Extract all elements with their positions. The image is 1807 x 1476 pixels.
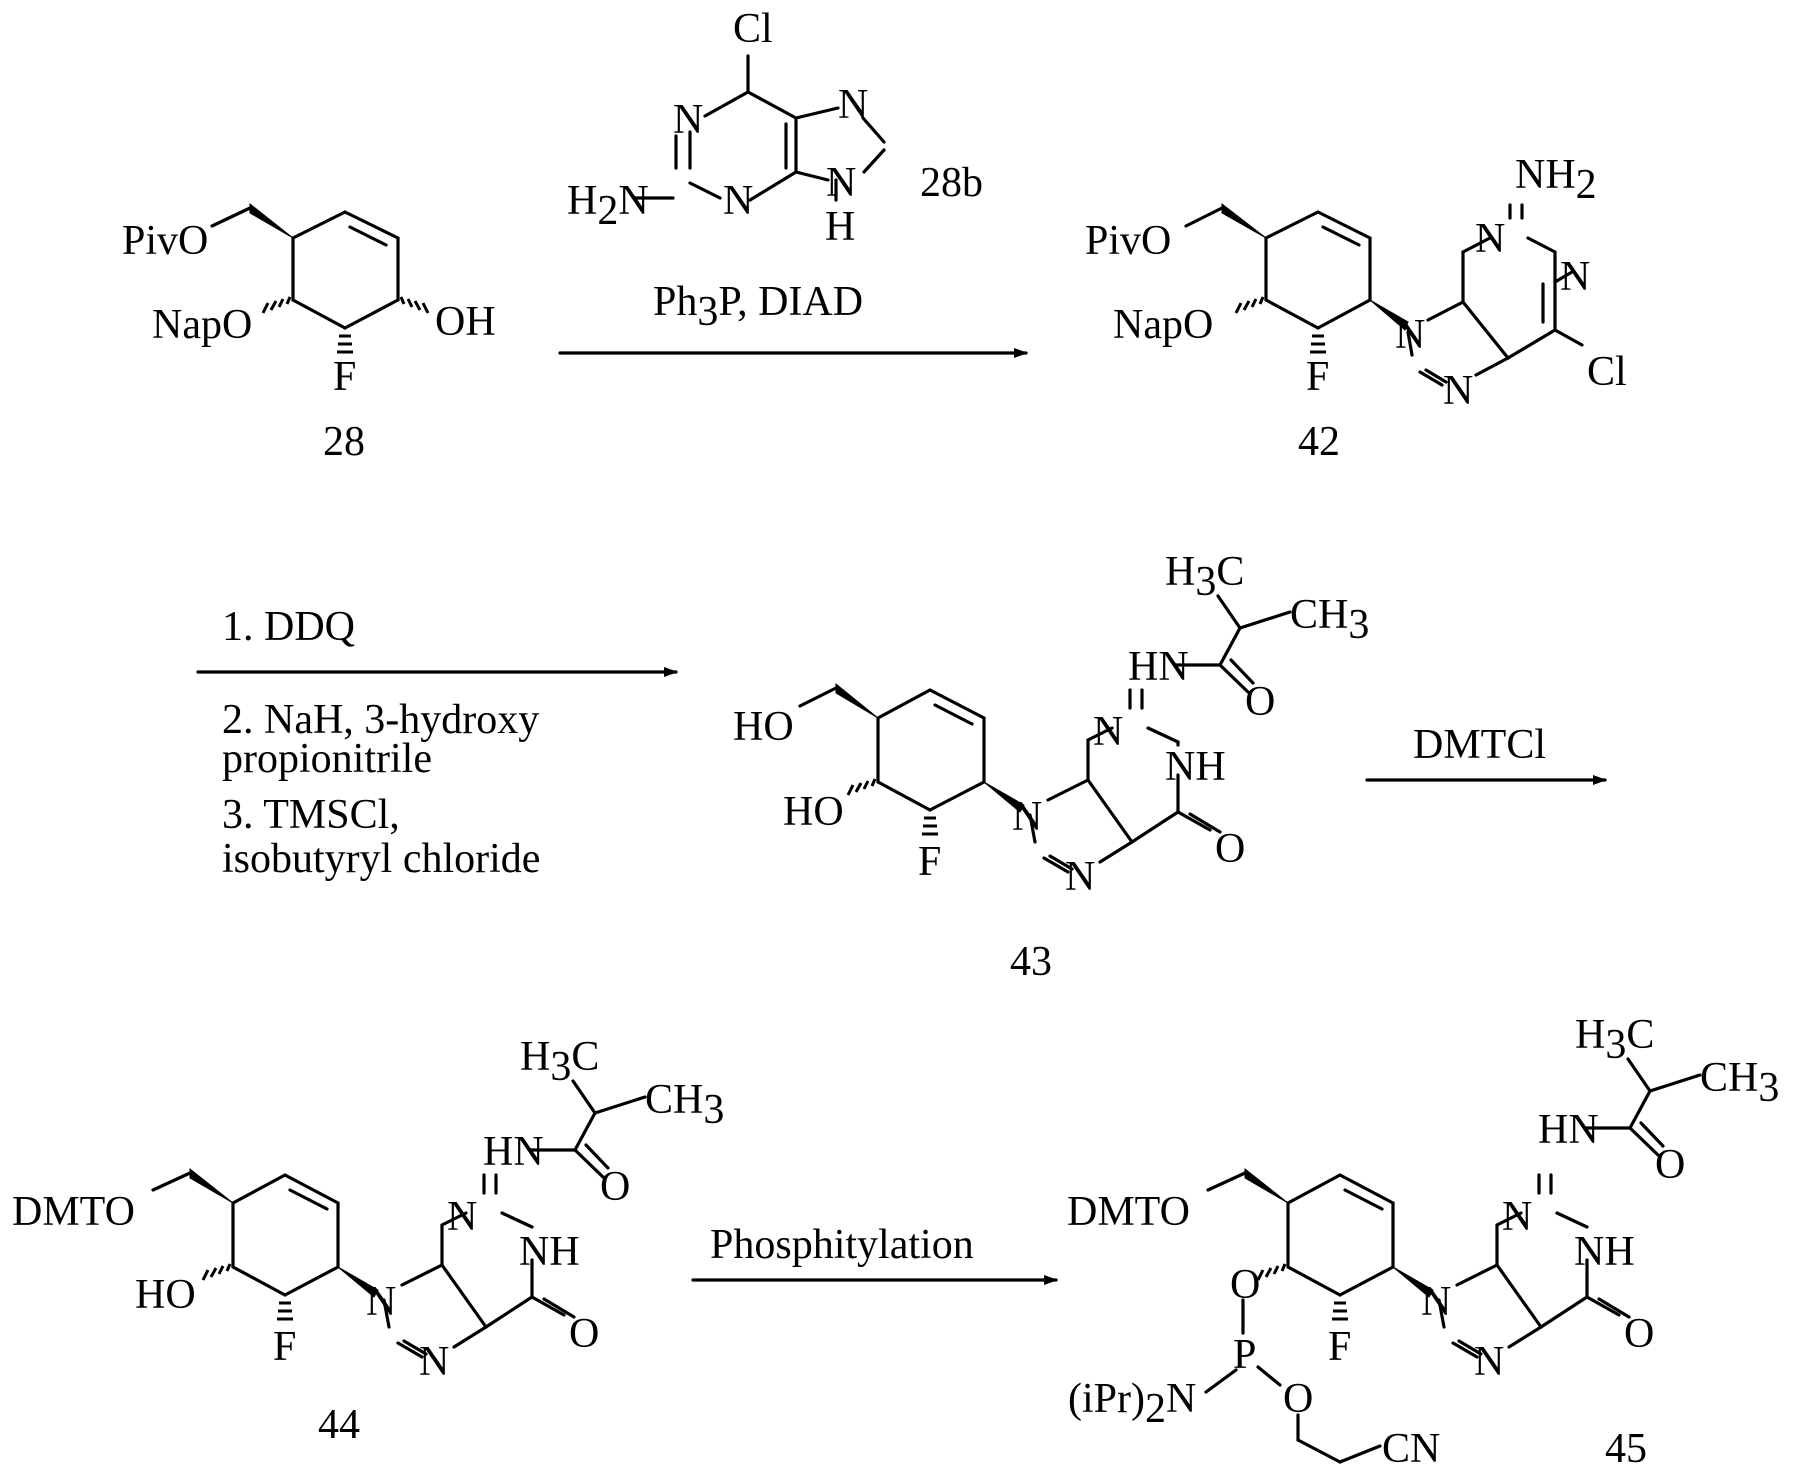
n3-label: N <box>1093 709 1123 755</box>
reagent-step-3-cont: isobutyryl chloride <box>222 836 540 882</box>
reagent-step-2-cont: propionitrile <box>222 736 432 782</box>
compound-44: DMTO HO F N N N NH O HN O H3C CH3 44 <box>12 1034 724 1448</box>
nh-hydrogen-label: H <box>825 204 855 250</box>
nh-label: NH <box>519 1229 580 1275</box>
methyl-label-2: CH3 <box>1700 1055 1779 1111</box>
compound-number-44: 44 <box>318 1402 360 1448</box>
chlorine-label: Cl <box>1587 349 1627 395</box>
compound-42: PivO NapO F N N N N NH2 Cl 42 <box>1085 152 1627 465</box>
hydroxyl-label: HO <box>135 1272 196 1318</box>
n9-label: N <box>826 160 856 206</box>
fluorine-label: F <box>1328 1324 1351 1370</box>
reagent-dmtcl: DMTCl <box>1413 722 1546 768</box>
diisopropylamino-label: (iPr)2N <box>1068 1376 1196 1432</box>
amide-oxygen-label: O <box>1245 679 1275 725</box>
n3-label: N <box>447 1194 477 1240</box>
carbonyl-oxygen-label: O <box>1215 826 1245 872</box>
n1-label: N <box>1560 254 1590 300</box>
dmto-label: DMTO <box>12 1189 135 1235</box>
carbonyl-oxygen-label: O <box>1624 1311 1654 1357</box>
compound-number-45: 45 <box>1605 1426 1647 1472</box>
reaction-arrow-3: DMTCl <box>1367 722 1605 780</box>
fluorine-label: F <box>918 839 941 885</box>
nh-label: NH <box>1165 744 1226 790</box>
compound-28b: Cl N N N N H H2N 28b <box>567 6 983 250</box>
napo-label: NapO <box>152 302 252 348</box>
reaction-arrow-4: Phosphitylation <box>693 1222 1056 1280</box>
reagent-phosphitylation: Phosphitylation <box>710 1222 974 1268</box>
compound-45: DMTO O P O (iPr)2N CN F N N N NH O HN O … <box>1067 1012 1779 1472</box>
dmto-label: DMTO <box>1067 1189 1190 1235</box>
oxygen-label-2: O <box>1283 1376 1313 1422</box>
n9-label: N <box>366 1279 396 1325</box>
n9-label: N <box>1395 312 1425 358</box>
n1-label: N <box>673 97 703 143</box>
napo-label: NapO <box>1113 302 1213 348</box>
amide-oxygen-label: O <box>1655 1142 1685 1188</box>
n7-label: N <box>1474 1339 1504 1385</box>
methyl-label-1: H3C <box>520 1034 599 1090</box>
reagent-ph3p-diad: Ph3P, DIAD <box>653 279 863 335</box>
compound-43: HO HO F N N N NH O HN O H3C CH3 43 <box>733 549 1369 985</box>
n7-label: N <box>1065 854 1095 900</box>
chlorine-label: Cl <box>733 6 773 52</box>
n7-label: N <box>419 1339 449 1385</box>
amide-nh-label: HN <box>1538 1107 1599 1153</box>
fluorine-label: F <box>1306 354 1329 400</box>
methyl-label-1: H3C <box>1575 1012 1654 1068</box>
methyl-label-2: CH3 <box>645 1077 724 1133</box>
n9-label: N <box>1012 794 1042 840</box>
reaction-arrow-1: Ph3P, DIAD <box>560 279 1026 353</box>
nh2-label: NH2 <box>1515 152 1597 208</box>
nitrile-label: CN <box>1382 1426 1440 1472</box>
pivo-label: PivO <box>1085 218 1171 264</box>
oh-label: OH <box>435 299 496 345</box>
n3-label: N <box>1475 216 1505 262</box>
compound-number-42: 42 <box>1298 419 1340 465</box>
reagent-step-1: 1. DDQ <box>222 604 355 650</box>
hydroxyl-label-1: HO <box>733 704 794 750</box>
reagent-step-3: 3. TMSCl, <box>222 792 400 838</box>
h2n-label: H2N <box>567 178 649 234</box>
phosphorus-label: P <box>1233 1332 1256 1378</box>
amide-oxygen-label: O <box>600 1164 630 1210</box>
oxygen-label-1: O <box>1230 1262 1260 1308</box>
methyl-label-1: H3C <box>1165 549 1244 605</box>
fluorine-label: F <box>333 354 356 400</box>
amide-nh-label: HN <box>483 1129 544 1175</box>
reaction-arrow-2: 1. DDQ 2. NaH, 3-hydroxy propionitrile 3… <box>198 604 676 882</box>
n9-label: N <box>1421 1279 1451 1325</box>
compound-number-43: 43 <box>1010 939 1052 985</box>
amide-nh-label: HN <box>1128 644 1189 690</box>
fluorine-label: F <box>273 1324 296 1370</box>
pivo-label: PivO <box>122 218 208 264</box>
n7-label: N <box>838 82 868 128</box>
methyl-label-2: CH3 <box>1290 592 1369 648</box>
hydroxyl-label-2: HO <box>783 789 844 835</box>
n7-label: N <box>1443 368 1473 414</box>
n3-label: N <box>1502 1194 1532 1240</box>
n3-label: N <box>723 178 753 224</box>
compound-number-28b: 28b <box>920 160 983 206</box>
nh-label: NH <box>1574 1229 1635 1275</box>
compound-28: PivO NapO OH F 28 <box>122 204 496 465</box>
carbonyl-oxygen-label: O <box>569 1311 599 1357</box>
compound-number-28: 28 <box>323 419 365 465</box>
